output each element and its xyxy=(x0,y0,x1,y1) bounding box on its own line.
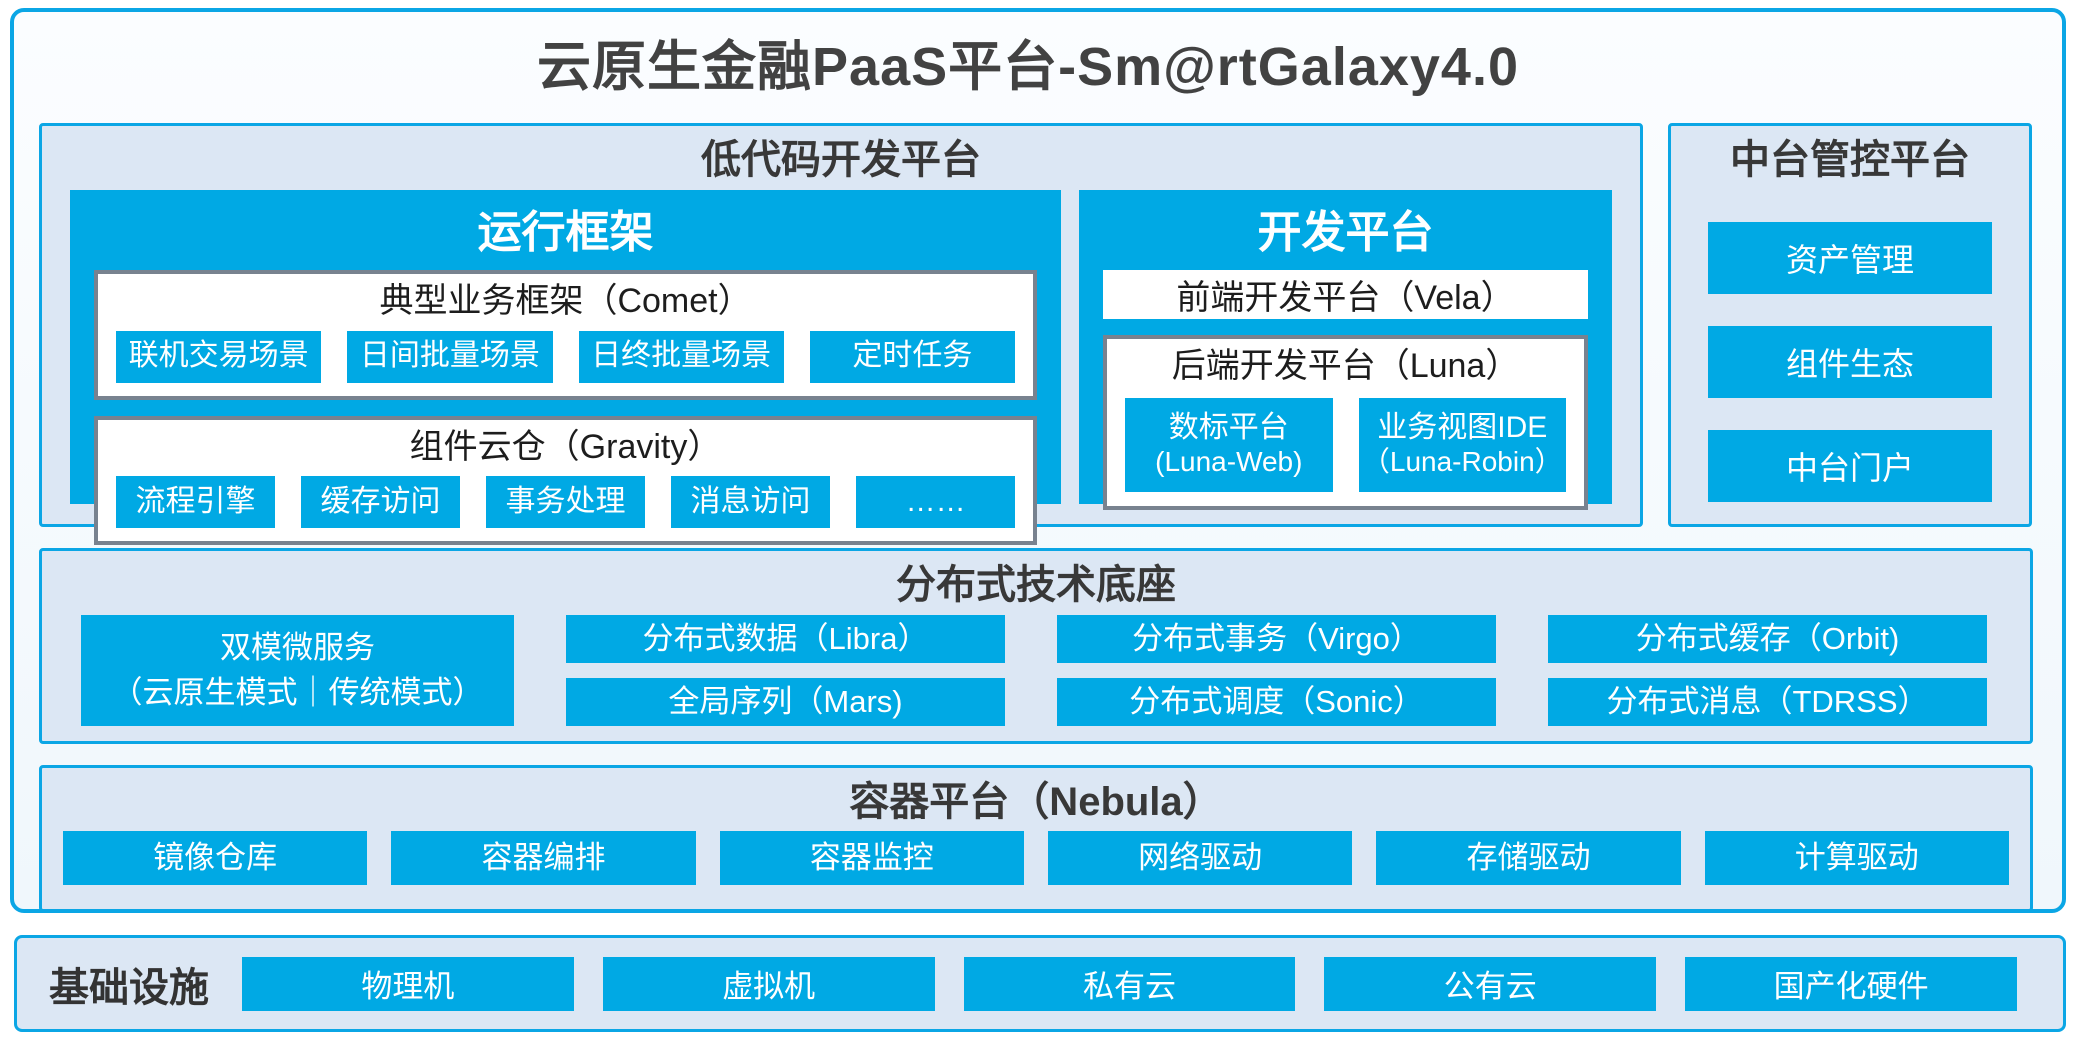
comet-box: 典型业务框架（Comet） 联机交易场景 日间批量场景 日终批量场景 定时任务 xyxy=(94,270,1038,400)
infrastructure-item: 公有云 xyxy=(1324,956,1657,1011)
comet-item: 定时任务 xyxy=(809,330,1016,383)
distributed-item: 全局序列（Mars) xyxy=(566,678,1006,726)
container-item: 计算驱动 xyxy=(1704,831,2009,885)
run-framework-block: 运行框架 典型业务框架（Comet） 联机交易场景 日间批量场景 日终批量场景 … xyxy=(70,190,1062,545)
container-item: 存储驱动 xyxy=(1376,831,1681,885)
dual-mode-microservice-box: 双模微服务 （云原生模式｜传统模式） xyxy=(81,615,515,726)
container-item: 网络驱动 xyxy=(1047,831,1353,885)
infrastructure-label: 基础设施 xyxy=(49,965,209,1010)
infrastructure-item: 国产化硬件 xyxy=(1685,956,2017,1011)
container-items-row: 镜像仓库 容器编排 容器监控 网络驱动 存储驱动 计算驱动 xyxy=(63,831,2009,885)
distributed-column: 分布式事务（Virgo） 分布式调度（Sonic） xyxy=(1057,615,1497,726)
comet-title: 典型业务框架（Comet） xyxy=(379,282,752,320)
container-item: 镜像仓库 xyxy=(63,831,368,885)
infrastructure-item: 虚拟机 xyxy=(602,956,935,1011)
infrastructure-item: 私有云 xyxy=(963,956,1296,1011)
luna-web-item: 数标平台 (Luna-Web) xyxy=(1125,397,1333,492)
lowcode-content: 运行框架 典型业务框架（Comet） 联机交易场景 日间批量场景 日终批量场景 … xyxy=(70,190,1612,545)
container-platform-header: 容器平台（Nebula） xyxy=(849,780,1223,824)
midplatform-header: 中台管控平台 xyxy=(1730,138,1970,182)
luna-box: 后端开发平台（Luna） 数标平台 (Luna-Web) 业务视图IDE （Lu… xyxy=(1103,335,1588,510)
lowcode-platform-section: 低代码开发平台 运行框架 典型业务框架（Comet） 联机交易场景 日间批量场景… xyxy=(39,123,1643,545)
infrastructure-bar: 基础设施 物理机 虚拟机 私有云 公有云 国产化硬件 xyxy=(14,935,2066,1032)
midplatform-item: 组件生态 xyxy=(1708,326,1992,398)
distributed-item: 分布式消息（TDRSS） xyxy=(1548,678,1988,726)
distributed-base-header: 分布式技术底座 xyxy=(896,563,1176,607)
dev-platform-title: 开发平台 xyxy=(1257,208,1434,257)
gravity-item: …… xyxy=(856,476,1016,528)
distributed-item: 分布式缓存（Orbit) xyxy=(1548,615,1988,663)
distributed-item: 分布式数据（Libra） xyxy=(566,615,1006,663)
gravity-box: 组件云仓（Gravity） 流程引擎 缓存访问 事务处理 消息访问 …… xyxy=(94,415,1038,545)
comet-item: 联机交易场景 xyxy=(116,330,322,383)
luna-robin-name: 业务视图IDE xyxy=(1377,411,1548,445)
lowcode-platform-header: 低代码开发平台 xyxy=(701,138,981,182)
run-framework-title: 运行框架 xyxy=(477,208,654,257)
midplatform-section: 中台管控平台 资产管理 组件生态 中台门户 xyxy=(1668,123,2032,527)
vela-box: 前端开发平台（Vela） xyxy=(1103,270,1588,319)
gravity-item: 事务处理 xyxy=(486,476,646,528)
gravity-item: 流程引擎 xyxy=(116,476,276,528)
dev-platform-block: 开发平台 前端开发平台（Vela） 后端开发平台（Luna） 数标平台 (Lun… xyxy=(1079,190,1612,510)
luna-title: 后端开发平台（Luna） xyxy=(1171,347,1520,385)
distributed-column: 分布式缓存（Orbit) 分布式消息（TDRSS） xyxy=(1548,615,1988,726)
luna-items-row: 数标平台 (Luna-Web) 业务视图IDE （Luna-Robin） xyxy=(1107,396,1584,506)
page-title: 云原生金融PaaS平台-Sm@rtGalaxy4.0 xyxy=(537,37,1519,97)
midplatform-item: 中台门户 xyxy=(1708,430,1992,502)
comet-item: 日终批量场景 xyxy=(578,330,784,383)
gravity-title: 组件云仓（Gravity） xyxy=(409,427,722,466)
container-item: 容器编排 xyxy=(391,831,696,885)
luna-web-code: (Luna-Web) xyxy=(1155,445,1303,477)
midplatform-items: 资产管理 组件生态 中台门户 xyxy=(1671,222,2029,502)
gravity-item: 消息访问 xyxy=(671,476,831,528)
container-platform-section: 容器平台（Nebula） 镜像仓库 容器编排 容器监控 网络驱动 存储驱动 计算… xyxy=(39,765,2033,912)
distributed-base-section: 分布式技术底座 双模微服务 （云原生模式｜传统模式） 分布式数据（Libra） … xyxy=(39,548,2033,744)
midplatform-item: 资产管理 xyxy=(1708,222,1992,294)
luna-web-name: 数标平台 xyxy=(1168,411,1289,445)
distributed-column: 分布式数据（Libra） 全局序列（Mars) xyxy=(566,615,1006,726)
luna-robin-item: 业务视图IDE （Luna-Robin） xyxy=(1358,397,1567,492)
dual-mode-line1: 双模微服务 xyxy=(220,629,375,665)
dual-mode-line2: （云原生模式｜传统模式） xyxy=(111,674,484,710)
gravity-item: 缓存访问 xyxy=(301,476,461,528)
distributed-item: 分布式事务（Virgo） xyxy=(1057,615,1497,663)
distributed-content: 双模微服务 （云原生模式｜传统模式） 分布式数据（Libra） 全局序列（Mar… xyxy=(81,615,1988,726)
comet-items-row: 联机交易场景 日间批量场景 日终批量场景 定时任务 xyxy=(98,330,1033,396)
distributed-item: 分布式调度（Sonic） xyxy=(1057,678,1497,726)
comet-item: 日间批量场景 xyxy=(347,330,553,383)
gravity-items-row: 流程引擎 缓存访问 事务处理 消息访问 …… xyxy=(98,476,1033,541)
infrastructure-item: 物理机 xyxy=(242,956,574,1011)
luna-robin-code: （Luna-Robin） xyxy=(1361,445,1563,477)
container-item: 容器监控 xyxy=(719,831,1024,885)
